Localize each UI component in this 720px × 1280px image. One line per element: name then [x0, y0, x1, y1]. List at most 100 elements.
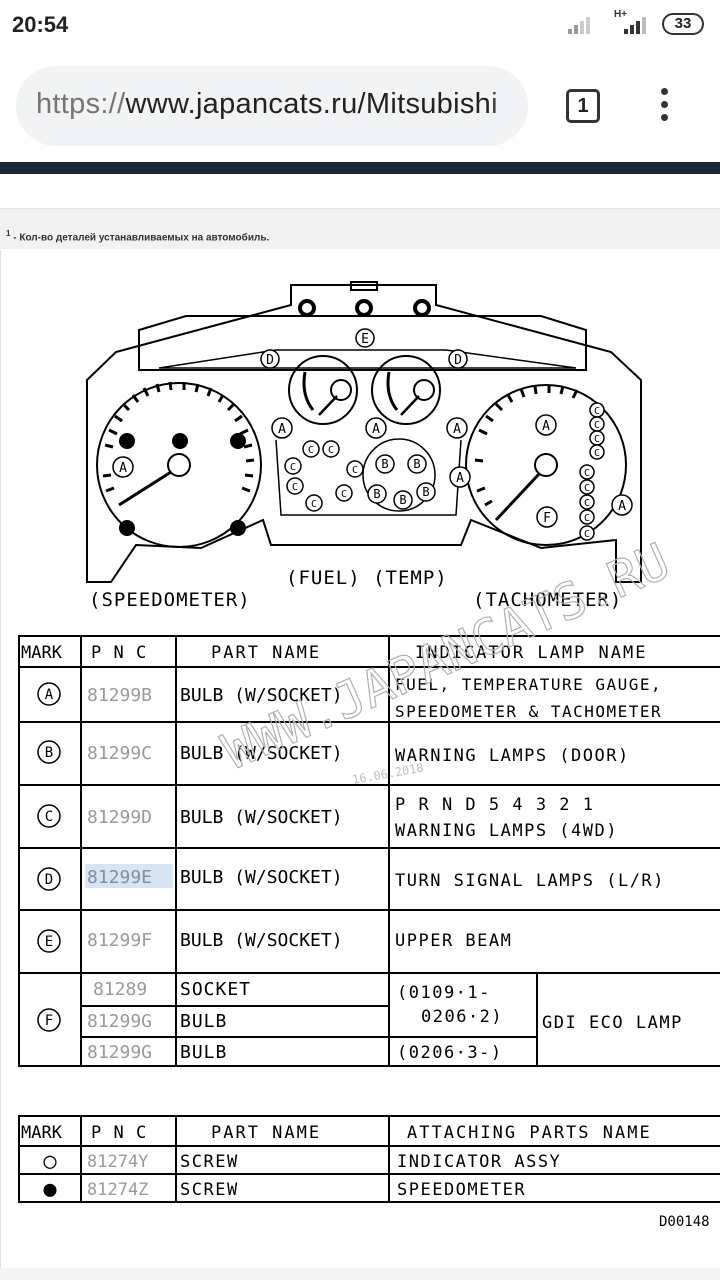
fuel-hub	[330, 379, 352, 401]
callout-d-right: D	[448, 349, 468, 369]
svg-text:C: C	[290, 462, 296, 473]
label-speedometer: (SPEEDOMETER)	[89, 589, 251, 611]
signal-icon	[568, 17, 590, 34]
t1-pnc: 81299B 81299C 81299D 81299E 81299F 81289…	[87, 685, 152, 1063]
t1-row2-pnc[interactable]: 81299D	[87, 807, 152, 828]
callouts-b	[367, 454, 436, 510]
t1-header-part: PART NAME	[211, 643, 321, 663]
t1-rowf-pnc-1[interactable]: 81299G	[87, 1011, 152, 1032]
t1-header-pnc: P N C	[91, 643, 147, 663]
page-info-bar	[0, 208, 720, 249]
svg-text:F: F	[543, 511, 551, 526]
t1-row3-lamp1: TURN SIGNAL LAMPS (L/R)	[395, 871, 665, 891]
svg-text:C: C	[584, 468, 590, 479]
callout-a-6: A	[535, 414, 557, 436]
temp-hub	[413, 379, 435, 401]
url-host: www.japancats.ru/Mitsubishi	[125, 88, 498, 120]
t1-rowf-pnc-2[interactable]: 81299G	[87, 1042, 152, 1063]
cluster-tab	[350, 281, 378, 291]
label-fuel-temp: (FUEL) (TEMP)	[286, 567, 448, 589]
fuel-arc	[302, 371, 315, 411]
t1-row0-pnc[interactable]: 81299B	[87, 685, 152, 706]
svg-text:C: C	[594, 420, 600, 431]
callout-a-4: A	[446, 417, 468, 439]
footnote-mark: 1	[6, 229, 11, 238]
t2-row1-attach: SPEEDOMETER	[397, 1180, 526, 1200]
t1-row4-pnc[interactable]: 81299F	[87, 930, 152, 951]
t2-row0-pnc[interactable]: 81274Y	[87, 1152, 148, 1172]
t1-rowf-part-0: SOCKET	[180, 979, 251, 1000]
t1-marks: A B C D E F	[45, 687, 54, 1029]
diagram-code: D00148	[659, 1214, 710, 1230]
page-bottom	[0, 1268, 720, 1280]
table-2-headers: MARK P N C PART NAME ATTACHING PARTS NAM…	[21, 1123, 652, 1143]
svg-text:E: E	[361, 332, 369, 347]
t1-header-lamp: INDICATOR LAMP NAME	[415, 643, 647, 663]
t2-header-part: PART NAME	[211, 1123, 321, 1143]
svg-text:C: C	[308, 445, 314, 456]
tab-switcher-button[interactable]: 1	[566, 89, 600, 123]
url-scheme: https://	[36, 88, 126, 120]
t1-rowf-date2: (0206·3-)	[397, 1043, 503, 1063]
t1-rowf-lamp: GDI ECO LAMP	[542, 1013, 683, 1033]
table-1-grid	[18, 635, 720, 1067]
svg-text:C: C	[584, 529, 590, 540]
t1-part: BULB (W/SOCKET) BULB (W/SOCKET) BULB (W/…	[180, 685, 343, 1063]
address-bar[interactable]: https://www.japancats.ru/Mitsubishi	[16, 66, 528, 146]
date-stamp: 16.06.2018	[351, 761, 425, 787]
temp-gauge	[371, 355, 441, 425]
callout-d-left: D	[260, 349, 280, 369]
t1-row1-part: BULB (W/SOCKET)	[180, 743, 343, 764]
t2-row1-pnc[interactable]: 81274Z	[87, 1180, 148, 1200]
tachometer-needle	[494, 472, 541, 522]
overflow-menu-icon[interactable]	[654, 88, 674, 128]
t1-row3-pnc[interactable]: 81299E	[87, 867, 152, 888]
url-text[interactable]: https://www.japancats.ru/Mitsubishi	[36, 88, 498, 121]
pnc-highlight	[85, 864, 173, 888]
t2-row0-attach: INDICATOR ASSY	[397, 1152, 561, 1172]
battery-icon: 33	[662, 13, 704, 35]
t1-header-mark: MARK	[21, 643, 63, 663]
t2-row0-part: SCREW	[180, 1152, 239, 1172]
t1-row4-part: BULB (W/SOCKET)	[180, 930, 343, 951]
screw-marks-open	[298, 299, 431, 317]
t2-text: SCREW SCREW INDICATOR ASSY SPEEDOMETER	[180, 1152, 561, 1200]
t1-row1-mark: B	[45, 745, 53, 761]
t1-row2-lamp1: P R N D 5 4 3 2 1	[395, 795, 595, 815]
t1-rowf-date1a: (0109·1-	[397, 983, 491, 1003]
t2-row0-mark: ○	[43, 1149, 57, 1174]
t1-row0-lamp2: SPEEDOMETER & TACHOMETER	[395, 702, 662, 721]
svg-text:C: C	[584, 513, 590, 524]
t1-rowf-part-1: BULB	[180, 1011, 227, 1032]
t1-lamp: FUEL, TEMPERATURE GAUGE, SPEEDOMETER & T…	[395, 675, 683, 1063]
tachometer-dial	[465, 384, 627, 546]
callouts: E D D A A A A A A A F	[112, 328, 633, 528]
svg-text:C: C	[311, 499, 317, 510]
svg-text:B: B	[373, 487, 380, 501]
svg-text:A: A	[453, 422, 461, 437]
tab-count: 1	[577, 95, 589, 117]
t1-row2-lamp2: WARNING LAMPS (4WD)	[395, 821, 618, 841]
t2-pnc: 81274Y 81274Z	[87, 1152, 148, 1200]
svg-text:A: A	[456, 471, 464, 486]
t1-row3-part: BULB (W/SOCKET)	[180, 867, 343, 888]
t2-header-attach: ATTACHING PARTS NAME	[407, 1123, 652, 1143]
status-bar: 20:54 H+ 33	[0, 0, 720, 52]
svg-text:B: B	[413, 457, 420, 471]
network-type: H+	[614, 9, 628, 20]
t1-rowf-part-2: BULB	[180, 1042, 227, 1063]
svg-text:D: D	[266, 353, 274, 368]
t1-rowf-pnc-0[interactable]: 81289	[93, 979, 147, 1000]
svg-text:C: C	[328, 445, 334, 456]
upper-panel	[138, 315, 587, 371]
t2-row1-part: SCREW	[180, 1180, 239, 1200]
svg-text:A: A	[278, 422, 286, 437]
svg-text:C: C	[584, 483, 590, 494]
t1-row1-pnc[interactable]: 81299C	[87, 743, 152, 764]
table-1-headers: MARK P N C PART NAME INDICATOR LAMP NAME	[21, 643, 647, 663]
callout-a-1: A	[112, 456, 134, 478]
t1-row0-mark: A	[45, 687, 54, 703]
svg-text:C: C	[341, 489, 347, 500]
